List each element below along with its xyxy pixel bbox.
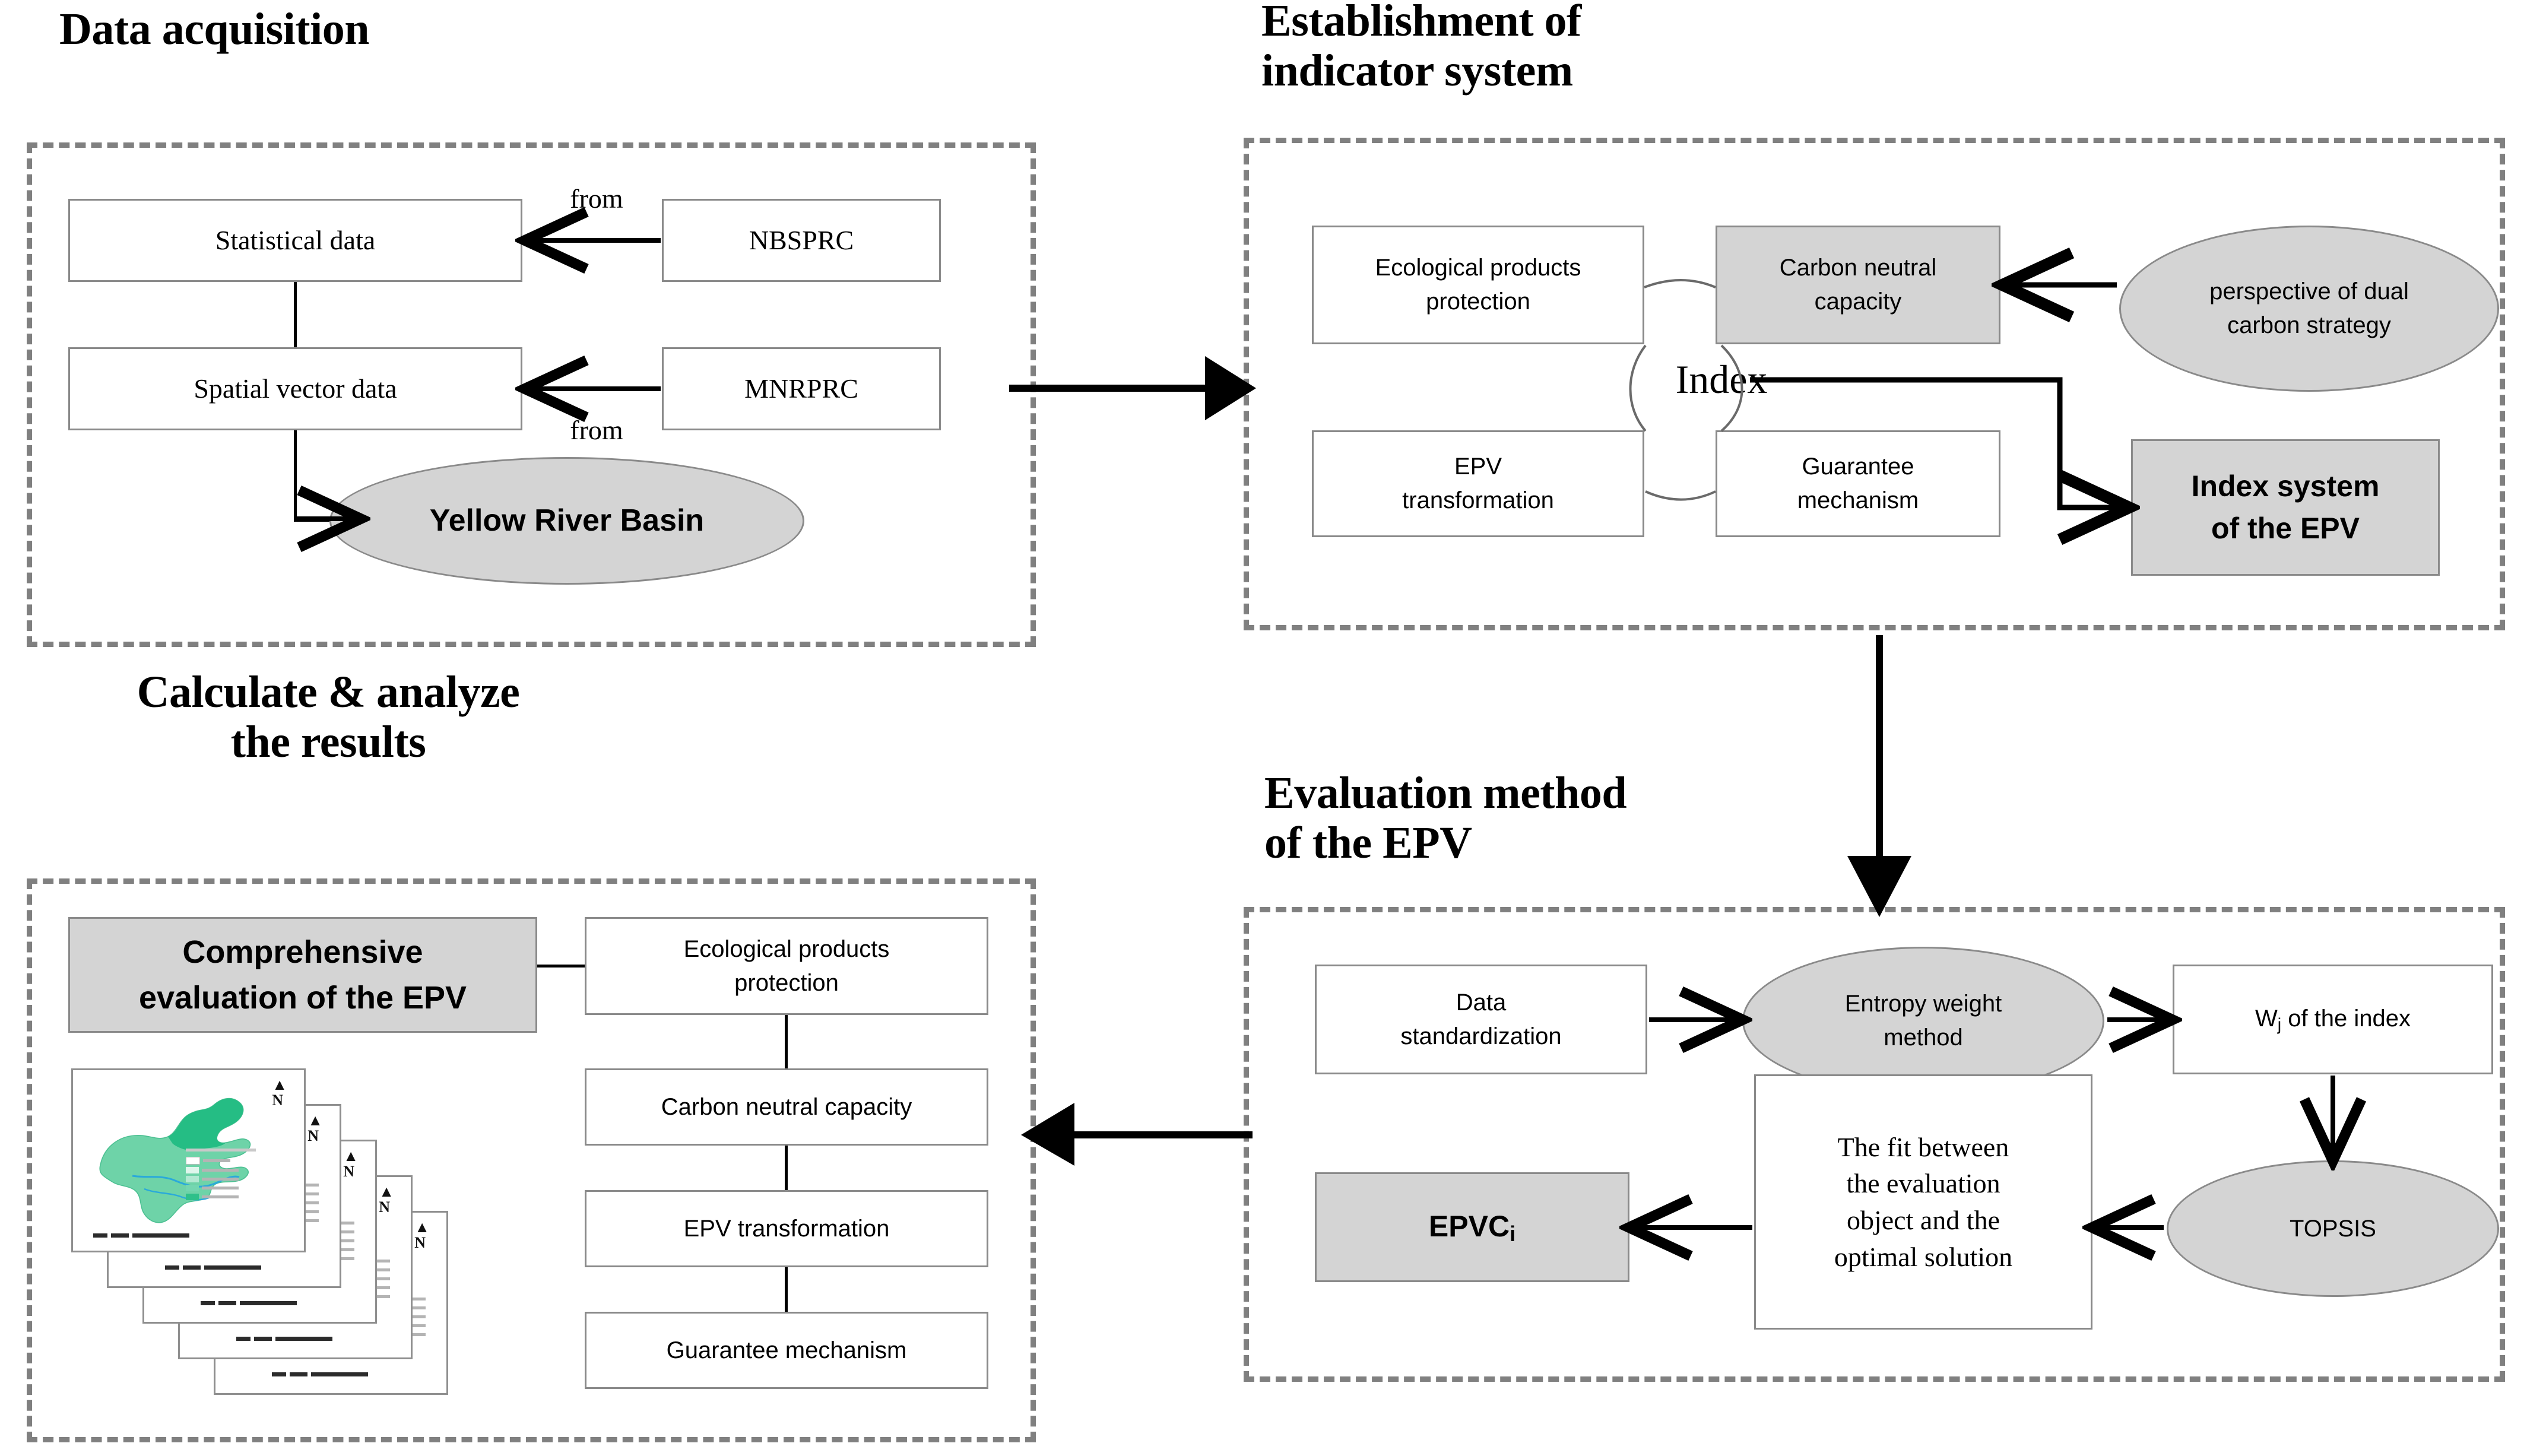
node-entropy-weight-method[interactable]: Entropy weight method xyxy=(1742,947,2104,1095)
node-topsis[interactable]: TOPSIS xyxy=(2167,1160,2499,1297)
node-carbon-neutral-capacity-result[interactable]: Carbon neutral capacity xyxy=(585,1068,988,1146)
map-scalebar-1 xyxy=(93,1233,189,1238)
node-spatial-vector-data[interactable]: Spatial vector data xyxy=(68,347,522,430)
north-arrow-icon: ▲N xyxy=(272,1076,287,1109)
panel-title-indicator-system: Establishment of indicator system xyxy=(1261,0,1581,96)
arrow-shaft-evaluation-to-results xyxy=(1063,1131,1253,1138)
node-epv-transformation-indicator[interactable]: EPV transformation xyxy=(1312,430,1644,537)
map-card-1: ▲N xyxy=(71,1068,306,1252)
north-arrow-icon: ▲N xyxy=(343,1147,359,1180)
node-wj-of-the-index[interactable]: Wj of the index xyxy=(2173,965,2493,1074)
node-mnrprc[interactable]: MNRPRC xyxy=(662,347,941,430)
label-index-center: Index xyxy=(1675,357,1768,402)
edge-label-from-nbsprc: from xyxy=(570,183,623,214)
node-nbsprc[interactable]: NBSPRC xyxy=(662,199,941,282)
node-perspective-dual-carbon[interactable]: perspective of dual carbon strategy xyxy=(2119,226,2499,392)
map-scalebar-5 xyxy=(272,1372,368,1376)
map-legend-1 xyxy=(186,1157,239,1200)
panel-title-evaluation-method: Evaluation method of the EPV xyxy=(1264,768,1627,868)
node-statistical-data[interactable]: Statistical data xyxy=(68,199,522,282)
map-legend-title-1 xyxy=(186,1149,256,1152)
map-scalebar-3 xyxy=(201,1301,297,1305)
north-arrow-icon: ▲N xyxy=(379,1183,394,1216)
connector-result-3-4 xyxy=(785,1267,788,1313)
panel-title-data-acquisition: Data acquisition xyxy=(59,4,369,54)
wj-label: Wj of the index xyxy=(2255,1005,2411,1035)
node-ecological-products-protection-result[interactable]: Ecological products protection xyxy=(585,917,988,1015)
node-comprehensive-evaluation-of-epv[interactable]: Comprehensive evaluation of the EPV xyxy=(68,917,537,1033)
node-ecological-products-protection-indicator[interactable]: Ecological products protection xyxy=(1312,226,1644,344)
map-result-stack[interactable]: ▲N ▲N xyxy=(71,1068,448,1401)
north-arrow-icon: ▲N xyxy=(307,1112,323,1144)
node-yellow-river-basin[interactable]: Yellow River Basin xyxy=(329,457,804,585)
panel-title-calculate-analyze: Calculate & analyze the results xyxy=(137,667,520,767)
node-epvci[interactable]: EPVCi xyxy=(1315,1172,1629,1282)
map-scalebar-2 xyxy=(165,1265,261,1270)
node-carbon-neutral-capacity-indicator[interactable]: Carbon neutral capacity xyxy=(1716,226,2000,344)
epvci-label: EPVCi xyxy=(1428,1209,1516,1246)
node-guarantee-mechanism-indicator[interactable]: Guarantee mechanism xyxy=(1716,430,2000,537)
connector-spatial-to-basin-vertical xyxy=(294,430,297,521)
node-epv-transformation-result[interactable]: EPV transformation xyxy=(585,1190,988,1267)
node-guarantee-mechanism-result[interactable]: Guarantee mechanism xyxy=(585,1312,988,1389)
north-arrow-icon: ▲N xyxy=(414,1219,430,1251)
map-scalebar-4 xyxy=(236,1337,332,1341)
connector-comprehensive-to-list xyxy=(537,965,586,968)
arrow-shaft-indicator-to-evaluation xyxy=(1876,635,1883,873)
node-index-system-of-epv[interactable]: Index system of the EPV xyxy=(2131,439,2440,576)
connector-result-2-3 xyxy=(785,1146,788,1191)
node-data-standardization[interactable]: Data standardization xyxy=(1315,965,1647,1074)
node-fit-between-evaluation-object[interactable]: The fit between the evaluation object an… xyxy=(1754,1074,2092,1330)
connector-statistical-to-spatial xyxy=(294,282,297,348)
connector-result-1-2 xyxy=(785,1015,788,1070)
edge-label-from-mnrprc: from xyxy=(570,415,623,446)
panel-data-acquisition xyxy=(27,142,1036,647)
arrow-shaft-acquisition-to-indicator xyxy=(1009,385,1211,392)
